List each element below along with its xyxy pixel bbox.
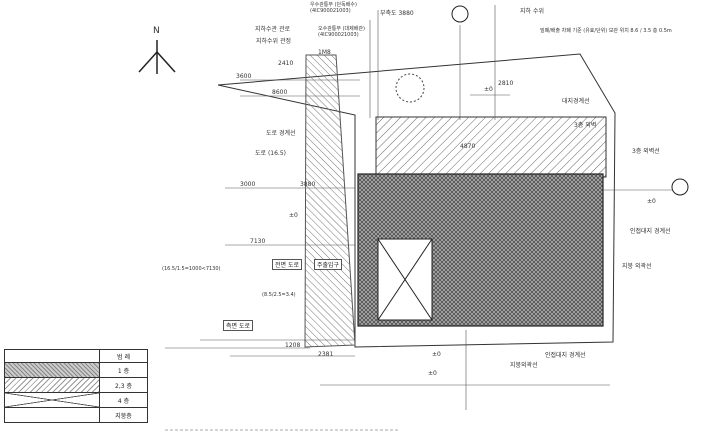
label-area-2: 지하수위 관정 [256,38,292,45]
road-width-label: 도로 (16.5) [255,150,286,157]
site-boundary [217,53,616,348]
note-r4: 인접대지 경계선 [630,228,671,235]
section-marker-icon [451,5,689,196]
label-title-a: 우수관통부 (단독배수) (4IC900021003) [310,2,357,14]
legend: 범 례 1 층 2,3 층 4 층 지붕층 [4,349,148,423]
label-bldg-line: 부축도 3880 [380,10,414,17]
road-line-label: 도로 경계선 [266,130,296,137]
dim-1: 3600 [236,73,252,80]
legend-row-roof: 지붕층 [5,407,147,422]
tree-symbol [395,73,425,103]
legend-swatch-1f [5,363,100,377]
front-road-label: 전면 도로 [272,259,302,270]
north-label: N [153,26,160,36]
note-r2: 3층 외벽 [574,122,597,129]
legend-swatch-23f [5,378,100,392]
dim-5: 4870 [460,143,476,150]
dim-4: 2810 [498,80,514,87]
dim-9: 1208 [285,342,301,349]
dim-6: 3000 [240,181,256,188]
dim-10: 2381 [318,351,334,358]
side-calc: (8.5/2.5=3.4) [262,292,296,298]
north-arrow-icon [138,40,176,74]
upper-floor-block [375,116,607,178]
dim-2: 8600 [272,89,288,96]
legend-row-23f: 2,3 층 [5,377,147,392]
dim-3: 2410 [278,60,294,67]
label-notes-top-right: 밀폐/배출 차폐 기준 (유효/단위) 보관 위치 8.6 / 3.5 층 0.… [540,28,672,34]
legend-swatch-roof [5,408,100,422]
label-title-b: 오수관통부 (대제배관) (4IC900021003) [318,26,365,38]
level-a: ±0 [484,86,493,93]
note-r6: 인접대지 경계선 [545,352,586,359]
dimension-lines [165,5,680,431]
note-r5: 지붕 외곽선 [622,263,652,270]
note-r7: 지붕외곽선 [510,362,538,369]
level-d: ±0 [432,351,441,358]
legend-header: 범 례 [117,353,130,361]
label-setback: 1M8 [318,49,331,56]
label-survey: 지하 수위 [520,8,544,15]
legend-row-4f: 4 층 [5,392,147,407]
road-calc: (16.5/1.5=1000<7130) [162,266,221,272]
level-b: ±0 [289,212,298,219]
legend-row-1f: 1 층 [5,362,147,377]
level-e: ±0 [428,370,437,377]
label-area-1: 지하수관 관로 [255,26,291,33]
setback-strip [304,54,356,348]
stair-void [377,238,433,321]
side-road-label: 측면 도로 [223,320,253,331]
note-r3: 3층 외벽선 [632,148,660,155]
entrance-label: 주출입구 [314,259,343,270]
legend-swatch-4f [5,393,100,407]
level-c: ±0 [647,198,656,205]
dim-7: 3880 [300,181,316,188]
note-r1: 대지경계선 [562,98,590,105]
dim-8: 7130 [250,238,266,245]
